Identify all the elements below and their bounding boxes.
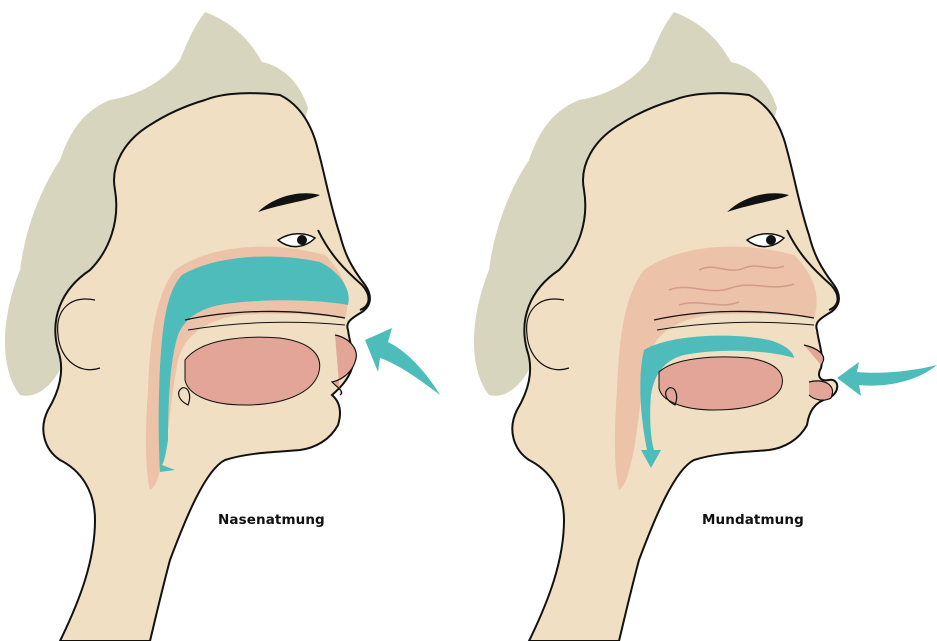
nasal-breathing-illustration xyxy=(0,0,469,641)
caption-mouth-breathing: Mundatmung xyxy=(702,512,804,528)
tongue xyxy=(659,357,782,410)
lower-lip xyxy=(809,381,832,400)
mouth-breathing-illustration xyxy=(469,0,937,641)
mouth-airflow-arrow xyxy=(837,362,937,396)
panel-mouth-breathing: Mundatmung xyxy=(469,0,937,641)
panel-nasal-breathing: Nasenatmung xyxy=(0,0,469,641)
caption-nasal-breathing: Nasenatmung xyxy=(218,512,325,528)
nose-airflow-arrow xyxy=(365,328,440,395)
